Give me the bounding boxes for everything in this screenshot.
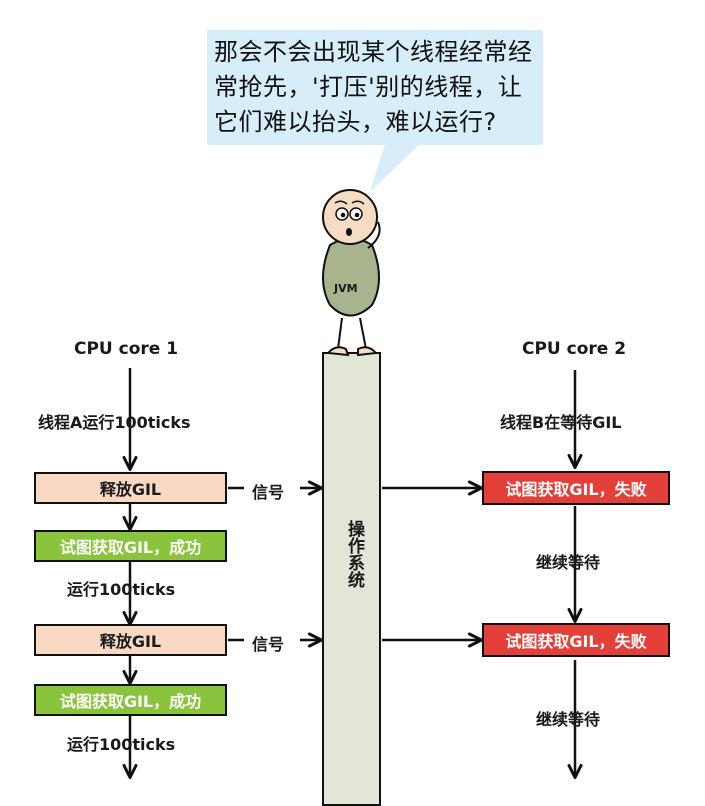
os-label: 操作系统 <box>344 520 364 588</box>
jvm-character <box>322 189 381 357</box>
core2-wait-label: 线程B在等待GIL <box>500 413 622 432</box>
core1-release-box-1: 释放GIL <box>34 472 227 504</box>
speech-bubble-text: 那会不会出现某个线程经常经常抢先，'打压'别的线程，让它们难以抬头，难以运行? <box>214 38 533 136</box>
speech-bubble <box>207 30 543 145</box>
signal-arrows <box>228 480 323 648</box>
jvm-label: JVM <box>334 282 358 295</box>
os-column <box>322 352 381 806</box>
core2-continue-wait-label-1: 继续等待 <box>536 553 601 572</box>
core2-title: CPU core 2 <box>522 339 627 359</box>
core1-run-again-label-1: 运行100ticks <box>67 580 176 599</box>
signal-label-2: 信号 <box>252 635 285 654</box>
core1-run-again-label-2: 运行100ticks <box>67 735 176 754</box>
speech-bubble-tail <box>370 144 420 192</box>
os-to-core2-arrows <box>382 480 483 648</box>
signal-label-1: 信号 <box>252 483 285 502</box>
core2-fail-box-1: 试图获取GIL，失败 <box>482 471 670 505</box>
core1-title: CPU core 1 <box>74 339 179 359</box>
core1-run-label: 线程A运行100ticks <box>38 413 191 432</box>
core1-success-box-1: 试图获取GIL，成功 <box>34 530 227 562</box>
core2-continue-wait-label-2: 继续等待 <box>536 710 601 729</box>
core1-release-box-2: 释放GIL <box>34 624 227 656</box>
core1-success-box-2: 试图获取GIL，成功 <box>34 684 227 716</box>
core2-fail-box-2: 试图获取GIL，失败 <box>482 623 670 657</box>
